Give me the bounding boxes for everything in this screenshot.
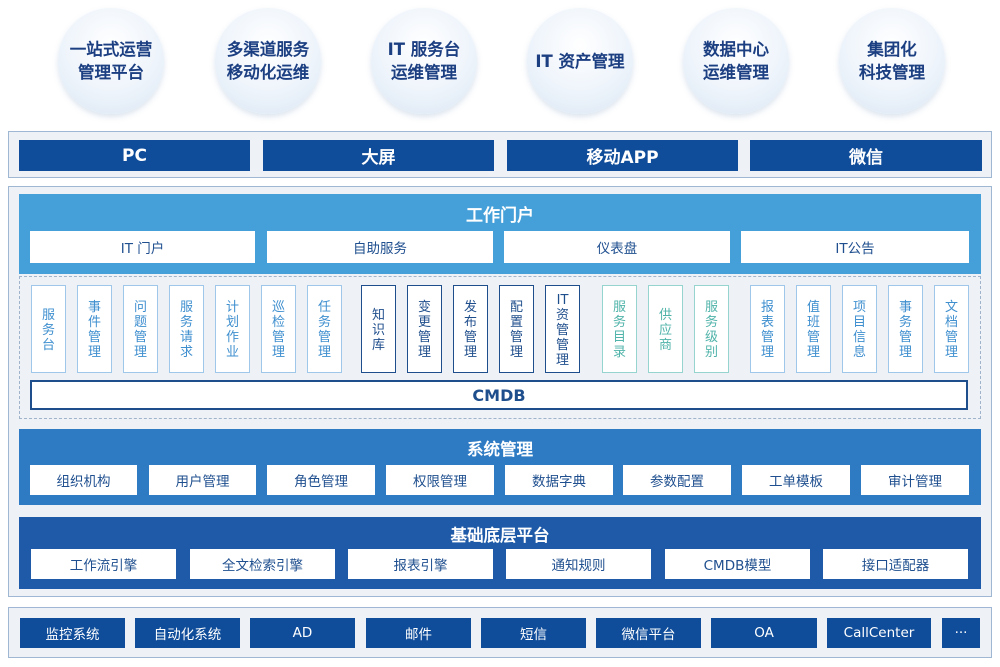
module-label: 问题管理	[133, 300, 147, 360]
system-item: 用户管理	[149, 465, 256, 495]
scenario-label: IT 资产管理	[535, 51, 625, 71]
system-management: 系统管理 组织机构 用户管理 角色管理 权限管理 数据字典 参数配置 工单模板 …	[19, 429, 981, 505]
module-box: 事件管理	[77, 285, 112, 373]
scenario-circle: IT 服务台 运维管理	[371, 8, 477, 114]
scenario-label: 多渠道服务 移动化运维	[226, 40, 310, 82]
module-box: 报表管理	[750, 285, 785, 373]
system-item: 工单模板	[742, 465, 850, 495]
module-box: 文档管理	[934, 285, 969, 373]
base-item: CMDB模型	[665, 549, 810, 579]
module-label: 文档管理	[944, 300, 958, 360]
module-box: 项目信息	[842, 285, 877, 373]
scenario-circle: 数据中心 运维管理	[683, 8, 789, 114]
integration-more: ···	[942, 618, 980, 648]
terminal-bigscreen: 大屏	[263, 140, 494, 171]
base-item: 接口适配器	[823, 549, 968, 579]
scenario-circle: 多渠道服务 移动化运维	[215, 8, 321, 114]
module-label: 计划作业	[225, 300, 239, 360]
work-portal: 工作门户 IT 门户 自助服务 仪表盘 IT公告	[19, 194, 981, 274]
cmdb-bar: CMDB	[30, 380, 968, 410]
scenario-circle: IT 资产管理	[527, 8, 633, 114]
integration-item: AD	[250, 618, 355, 648]
module-label: 任务管理	[317, 300, 331, 360]
module-box: IT资管管理	[545, 285, 580, 373]
module-label: 服务目录	[612, 300, 626, 360]
system-item: 组织机构	[30, 465, 137, 495]
module-label: 项目信息	[852, 300, 866, 360]
module-box: 问题管理	[123, 285, 158, 373]
module-label: 报表管理	[760, 300, 774, 360]
module-label: 值班管理	[806, 300, 820, 360]
module-label: 变更管理	[417, 300, 431, 360]
integration-item: 邮件	[366, 618, 471, 648]
portal-item: IT 门户	[30, 231, 255, 263]
scenario-circle: 一站式运营 管理平台	[58, 8, 164, 114]
module-box: 发布管理	[453, 285, 488, 373]
terminal-panel: PC 大屏 移动APP 微信	[8, 131, 992, 178]
module-label: 服务台	[41, 307, 55, 353]
module-box: 变更管理	[407, 285, 442, 373]
base-platform: 基础底层平台 工作流引擎 全文检索引擎 报表引擎 通知规则 CMDB模型 接口适…	[19, 517, 981, 589]
scenario-label: IT 服务台 运维管理	[387, 40, 461, 82]
system-item: 参数配置	[623, 465, 731, 495]
integration-item: 微信平台	[596, 618, 701, 648]
module-label: 配置管理	[509, 300, 523, 360]
module-box: 服务台	[31, 285, 66, 373]
portal-item: 自助服务	[267, 231, 493, 263]
terminal-mobile-app: 移动APP	[507, 140, 738, 171]
module-label: 知识库	[371, 307, 385, 353]
module-box: 知识库	[361, 285, 396, 373]
module-box: 供应商	[648, 285, 683, 373]
portal-title: 工作门户	[466, 206, 534, 226]
module-box: 服务目录	[602, 285, 637, 373]
main-panel: 工作门户 IT 门户 自助服务 仪表盘 IT公告 服务台 事件管理 问题管理 服…	[8, 186, 992, 597]
scenario-row: 一站式运营 管理平台 多渠道服务 移动化运维 IT 服务台 运维管理 IT 资产…	[0, 8, 1000, 114]
module-label: 事件管理	[87, 300, 101, 360]
integration-item: OA	[711, 618, 817, 648]
scenario-label: 一站式运营 管理平台	[69, 40, 153, 82]
module-area: 服务台 事件管理 问题管理 服务请求 计划作业 巡检管理 任务管理 知识库 变更…	[19, 276, 981, 419]
scenario-label: 数据中心 运维管理	[703, 40, 769, 82]
base-item: 通知规则	[506, 549, 651, 579]
terminal-pc: PC	[19, 140, 250, 171]
module-box: 事务管理	[888, 285, 923, 373]
integration-item: 短信	[481, 618, 586, 648]
module-box: 服务请求	[169, 285, 204, 373]
integration-item: 自动化系统	[135, 618, 240, 648]
module-label: 供应商	[658, 307, 672, 353]
module-label: 巡检管理	[271, 300, 285, 360]
integration-item: CallCenter	[827, 618, 931, 648]
integration-item: 监控系统	[20, 618, 125, 648]
portal-item: IT公告	[741, 231, 969, 263]
system-title: 系统管理	[467, 440, 533, 459]
integration-panel: 监控系统 自动化系统 AD 邮件 短信 微信平台 OA CallCenter ·…	[8, 607, 992, 658]
base-item: 全文检索引擎	[190, 549, 335, 579]
scenario-circle: 集团化 科技管理	[839, 8, 945, 114]
system-item: 权限管理	[386, 465, 494, 495]
module-label: IT资管管理	[555, 292, 569, 368]
module-label: 服务请求	[179, 300, 193, 360]
terminal-wechat: 微信	[750, 140, 982, 171]
portal-item: 仪表盘	[504, 231, 730, 263]
module-box: 计划作业	[215, 285, 250, 373]
system-item: 数据字典	[505, 465, 613, 495]
scenario-label: 集团化 科技管理	[859, 40, 925, 82]
module-box: 任务管理	[307, 285, 342, 373]
base-item: 报表引擎	[348, 549, 493, 579]
module-box: 配置管理	[499, 285, 534, 373]
system-item: 审计管理	[861, 465, 969, 495]
module-label: 发布管理	[463, 300, 477, 360]
module-box: 巡检管理	[261, 285, 296, 373]
system-item: 角色管理	[267, 465, 375, 495]
base-item: 工作流引擎	[31, 549, 176, 579]
module-label: 事务管理	[898, 300, 912, 360]
base-title: 基础底层平台	[450, 526, 550, 545]
module-box: 值班管理	[796, 285, 831, 373]
module-label: 服务级别	[704, 300, 718, 360]
module-box: 服务级别	[694, 285, 729, 373]
